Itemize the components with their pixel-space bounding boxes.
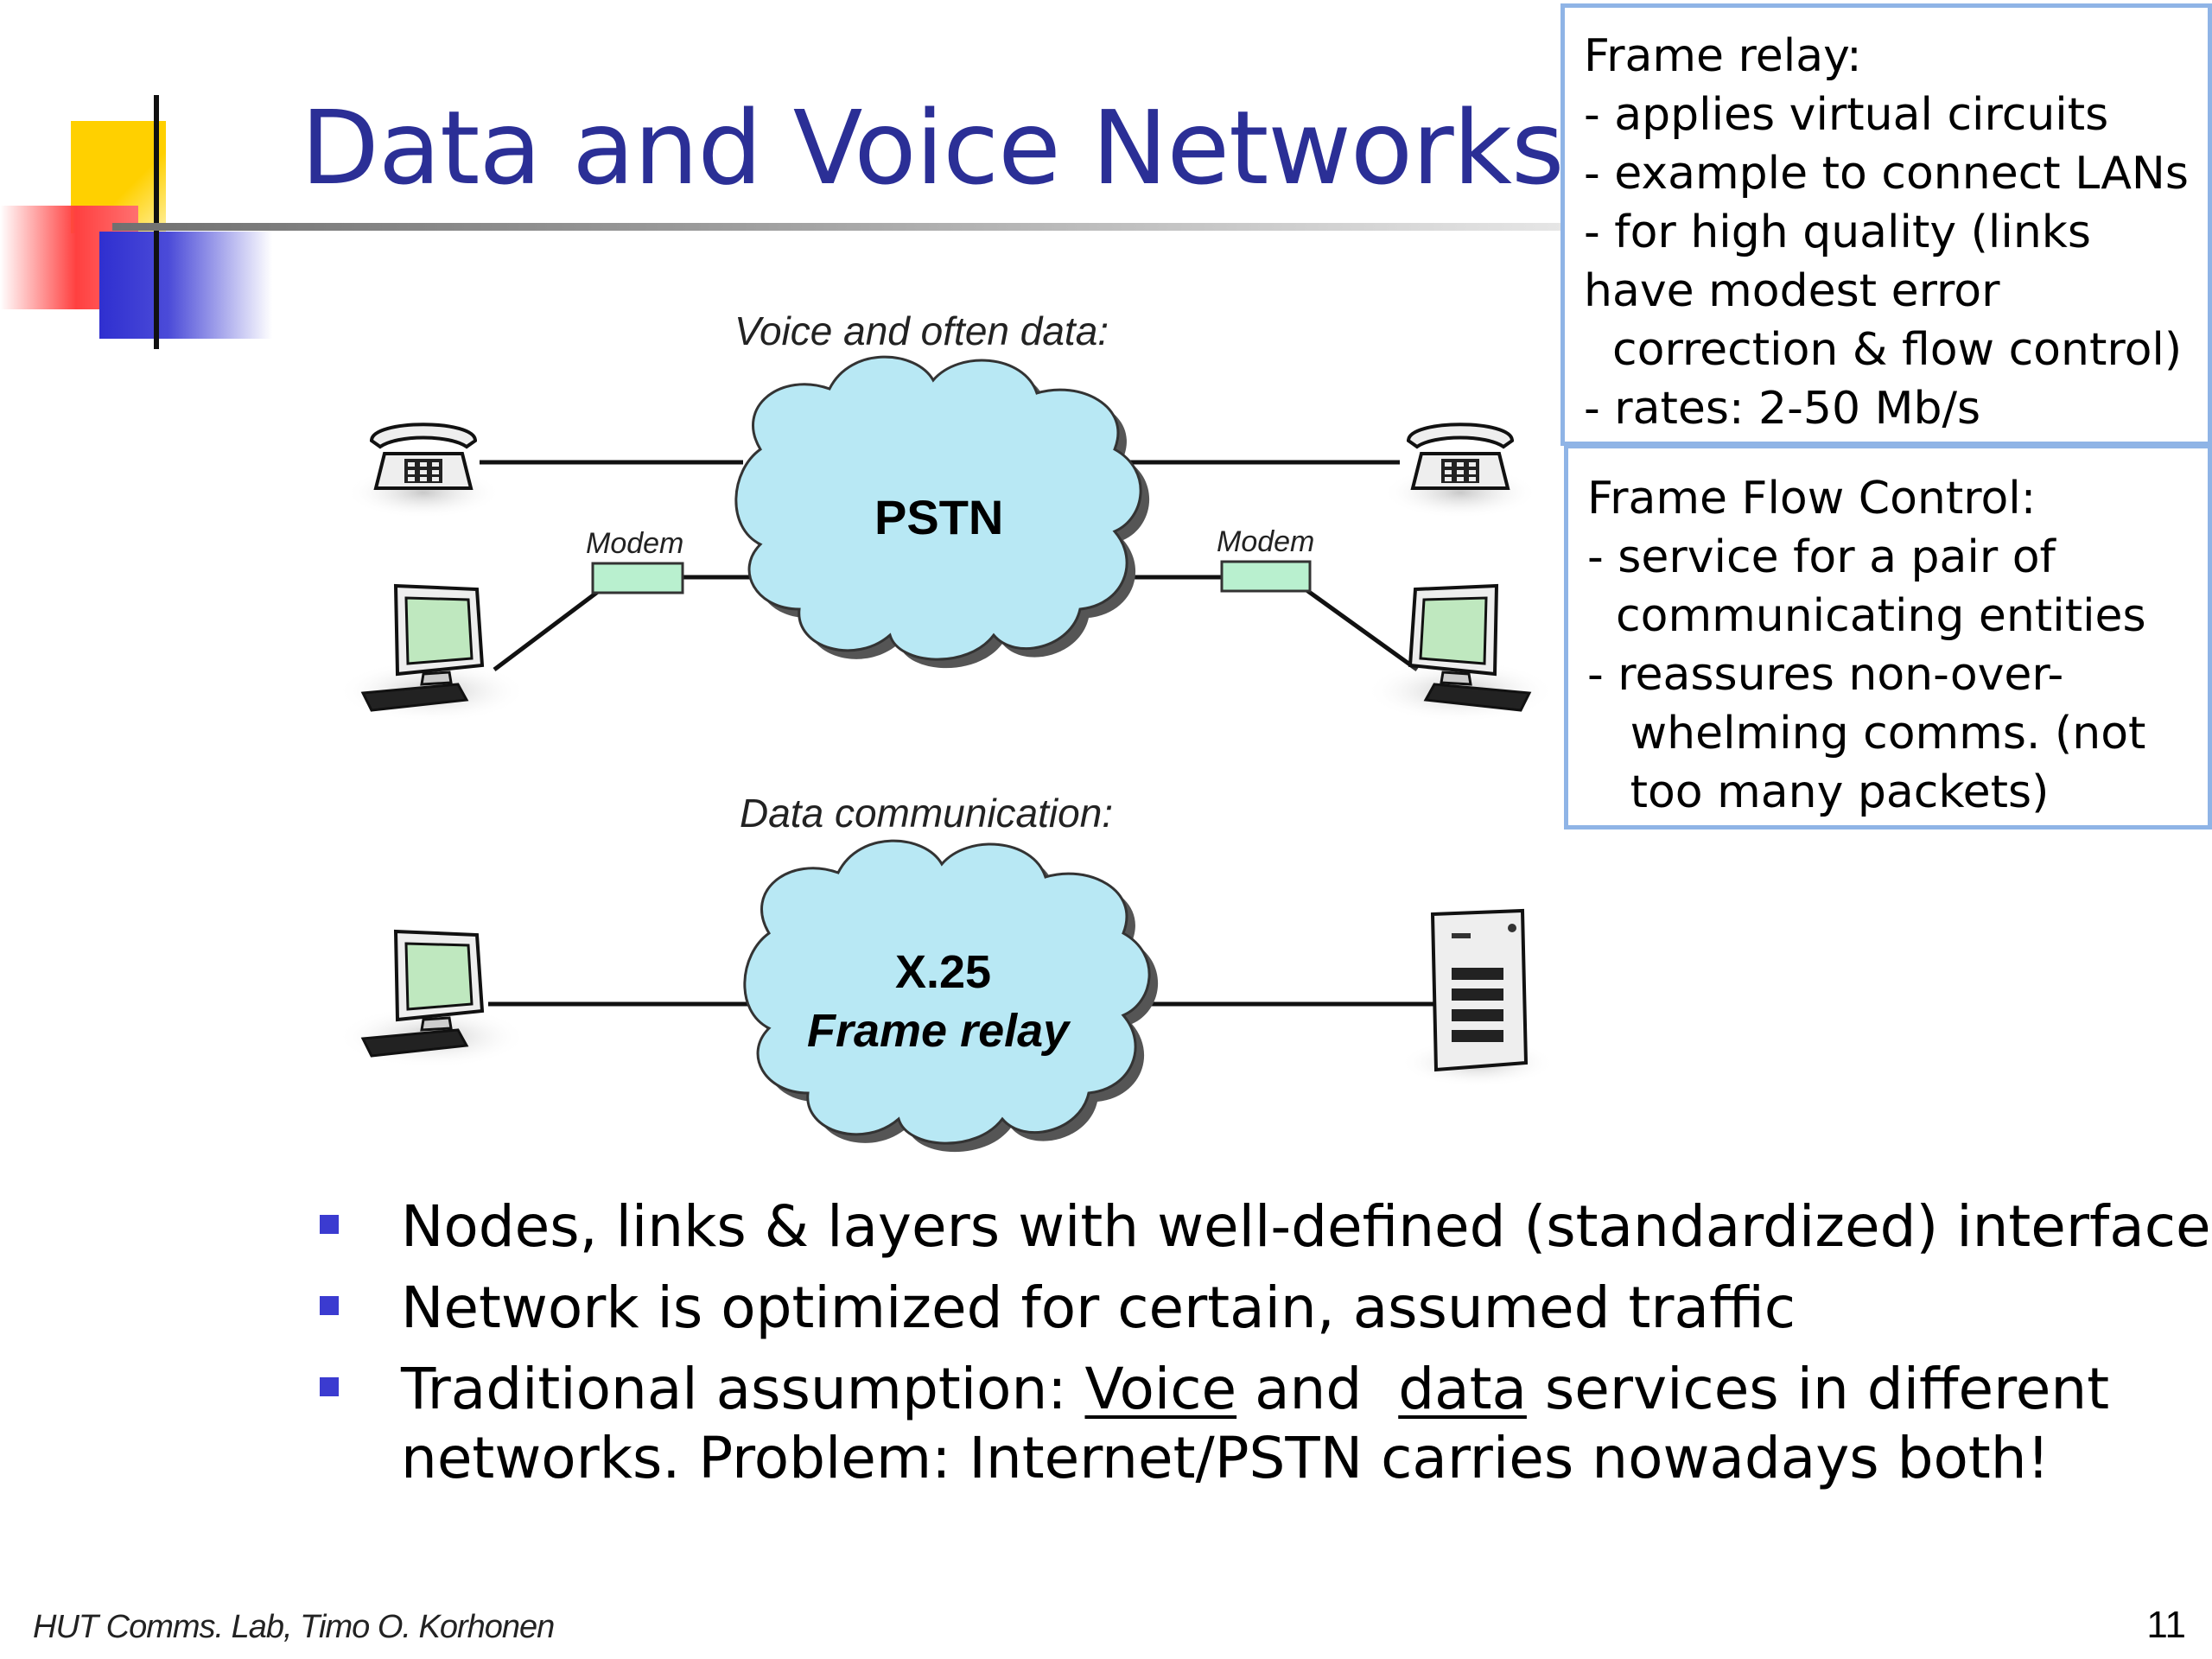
title-underline	[112, 223, 1564, 231]
note-line: - service for a pair of	[1587, 531, 2056, 583]
bullet-square-icon	[320, 1377, 339, 1396]
bullet-text: Traditional assumption: Voice and data s…	[401, 1355, 2109, 1493]
pstn-cloud	[734, 355, 1150, 669]
computer-bottom-left-icon	[337, 929, 527, 1068]
note-line: - example to connect LANs	[1584, 148, 2189, 200]
note-line: - for high quality (links	[1584, 207, 2091, 258]
connection-lines	[480, 460, 1434, 1007]
data-underlined: data	[1398, 1356, 1527, 1422]
server-icon	[1400, 908, 1555, 1087]
note-line: - rates: 2-50 Mb/s	[1584, 383, 1981, 435]
note-line: correction & flow control)	[1584, 324, 2183, 376]
telephone-right-icon	[1382, 423, 1538, 518]
modem-right-icon	[1220, 560, 1312, 593]
bullet-text-part: services in different	[1526, 1356, 2110, 1422]
bullet-text: Network is optimized for certain, assume…	[401, 1274, 1796, 1341]
note-line: whelming comms. (not	[1587, 708, 2146, 760]
note-line: Frame Flow Control:	[1587, 473, 2037, 524]
bullet-text-part: and	[1236, 1356, 1399, 1422]
frame-relay-note: Frame relay: - applies virtual circuits …	[1560, 3, 2212, 446]
note-line: communicating entities	[1587, 590, 2146, 642]
modem-right-label: Modem	[1217, 525, 1315, 558]
note-line: too many packets)	[1587, 766, 2050, 818]
x25-cloud	[743, 839, 1159, 1153]
slide-title: Data and Voice Networks	[301, 88, 1564, 207]
pstn-label: PSTN	[874, 490, 1004, 544]
note-line: have modest error	[1584, 265, 2000, 317]
modem-left-label: Modem	[586, 527, 684, 560]
voice-caption: Voice and often data:	[734, 308, 1109, 353]
modem-left-icon	[591, 562, 684, 594]
bullet-text: Nodes, links & layers with well-defined …	[401, 1193, 2212, 1260]
computer-left-icon	[337, 583, 527, 722]
bullet-text-line2: networks. Problem: Internet/PSTN carries…	[401, 1425, 2050, 1491]
page-number: 11	[2146, 1604, 2186, 1646]
x25-label: X.25	[895, 946, 992, 998]
bullet-square-icon	[320, 1296, 339, 1315]
note-line: Frame relay:	[1584, 30, 1862, 82]
frame-relay-label: Frame relay	[807, 1005, 1070, 1057]
bullet-square-icon	[320, 1215, 339, 1234]
computer-right-icon	[1365, 583, 1555, 722]
note-line: - applies virtual circuits	[1584, 89, 2109, 141]
voice-underlined: Voice	[1084, 1356, 1237, 1422]
bullet-text-part: Traditional assumption:	[401, 1356, 1085, 1422]
frame-flow-control-note: Frame Flow Control: - service for a pair…	[1564, 444, 2212, 830]
diagram-graphics	[337, 355, 1555, 1153]
telephone-left-icon	[346, 423, 501, 518]
footer-credit: HUT Comms. Lab, Timo O. Korhonen	[33, 1609, 555, 1645]
data-caption: Data communication:	[740, 791, 1114, 836]
note-line: - reassures non-over-	[1587, 649, 2064, 701]
